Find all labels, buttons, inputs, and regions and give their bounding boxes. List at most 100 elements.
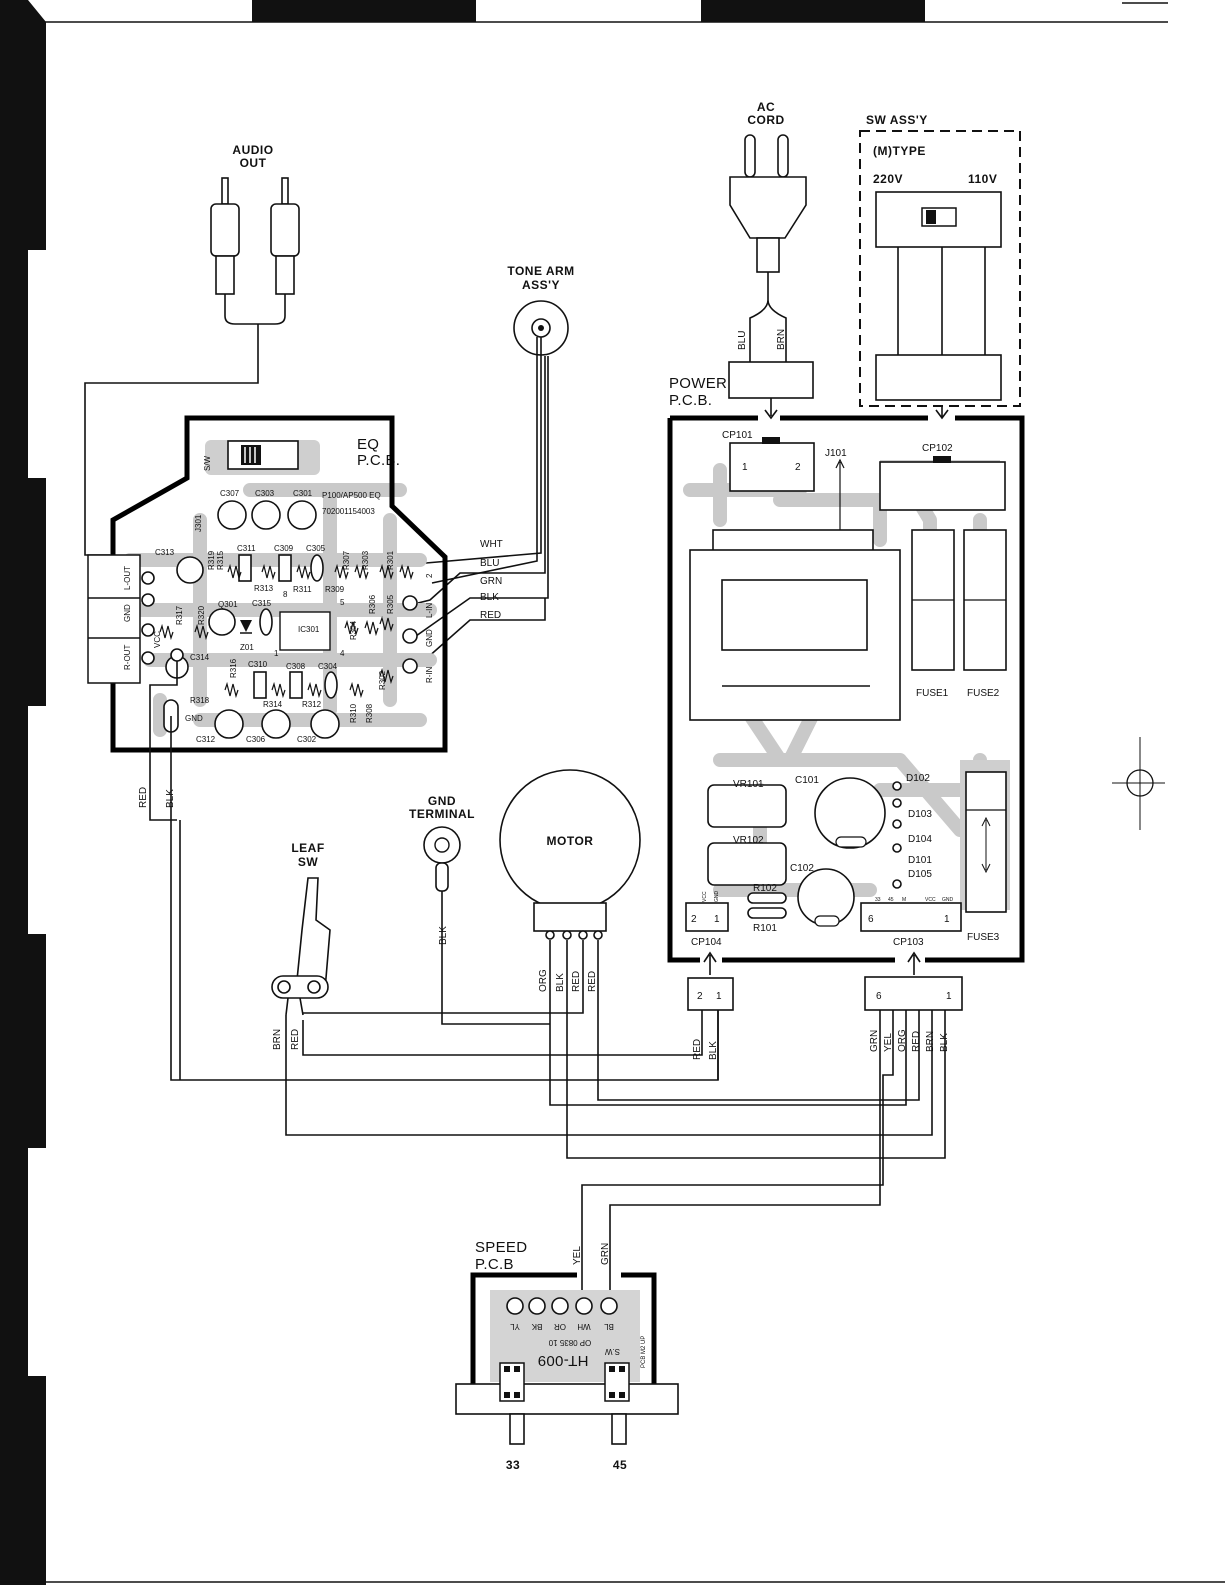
conn-r-out: R-OUT: [123, 645, 132, 670]
cap-c304: C304: [318, 662, 338, 671]
registration-mark: [1112, 737, 1165, 830]
cp103-label-grn: GRN: [869, 1030, 880, 1052]
wire-red: [417, 598, 546, 667]
eq-sw-mark: S/W: [203, 455, 212, 471]
speed-board-sw: S.W: [604, 1347, 620, 1356]
motor-wire-blk: BLK: [555, 973, 566, 992]
cp103-pin6: 6: [868, 914, 874, 925]
ic301-label: IC301: [298, 625, 320, 634]
pin-8: 8: [283, 590, 288, 599]
res-r301: R301: [386, 550, 395, 570]
cp103-wire-red: [597, 940, 920, 1101]
speed-pad-yl: YL: [510, 1322, 520, 1331]
speed-board-model: HT-009: [538, 1352, 589, 1369]
audio-out-label-2: OUT: [240, 156, 267, 170]
eq-power-blk: [170, 716, 719, 1081]
plug-cp103-pin1: 1: [946, 991, 952, 1002]
plug-cp104-pin1: 1: [716, 991, 722, 1002]
eq-pcb-label: EQ: [357, 436, 379, 453]
res-r313: R313: [254, 584, 274, 593]
cap-c310: C310: [248, 660, 268, 669]
cap-c307: C307: [220, 489, 240, 498]
c102-label: C102: [790, 863, 814, 874]
conn-l-in: L-IN: [425, 603, 434, 618]
cp103-label-blk: BLK: [939, 1033, 950, 1052]
vr101-label: VR101: [733, 779, 764, 790]
leaf-wire-red: RED: [290, 1029, 301, 1050]
ac-cord-label: AC: [757, 100, 775, 114]
res-r312: R312: [302, 700, 322, 709]
cp103-label-yel: YEL: [883, 1033, 894, 1052]
rca-plug-left-icon: [210, 177, 240, 295]
speed-board-code: OP 0835 10: [548, 1338, 591, 1347]
diode-d101: D101: [908, 855, 932, 866]
cp103-label-red: RED: [911, 1031, 922, 1052]
res-r320: R320: [197, 605, 206, 625]
fuse2-label: FUSE2: [967, 688, 1000, 699]
conn-l-out: L-OUT: [123, 566, 132, 590]
fuse3-label: FUSE3: [967, 932, 1000, 943]
cap-c311: C311: [237, 544, 256, 553]
cap-c314: C314: [190, 653, 210, 662]
speed-pad-bl: BL: [604, 1322, 614, 1331]
rca-plug-right-icon: [270, 177, 300, 295]
res-r302: R302: [378, 670, 387, 690]
ac-wire-brn: BRN: [776, 329, 787, 350]
speed-pcb-label: SPEED: [475, 1239, 527, 1256]
cp104-pin2: 2: [691, 914, 697, 925]
power-pcb: POWER P.C.B. CP101 1 2 J101 CP102 FUSE1 …: [667, 375, 1025, 963]
sw-assy-label: SW ASS'Y: [866, 113, 928, 127]
res-r310: R310: [349, 703, 358, 723]
motor-wire-org: ORG: [538, 969, 549, 992]
motor-wire-red: RED: [571, 971, 582, 992]
cp103-wire-yel: [581, 1010, 894, 1297]
fuse1-label: FUSE1: [916, 688, 949, 699]
zener-z01: Z01: [240, 643, 254, 652]
cp103-label-org: ORG: [897, 1029, 908, 1052]
conn-r-in: R-IN: [425, 666, 434, 683]
res-r315: R315: [216, 550, 225, 570]
cp101-pin1: 1: [742, 462, 748, 473]
wire-label-blk: BLK: [480, 592, 499, 603]
speed-board-maker: PCB M2 UP: [641, 1336, 647, 1368]
cp103-tiny-vcc: VCC: [925, 897, 936, 903]
res-r319: R319: [207, 550, 216, 570]
ac-wire-blu: BLU: [737, 331, 748, 350]
j101-label: J101: [825, 448, 847, 459]
cp104-plug: 2 1 RED BLK: [302, 977, 734, 1080]
cp104-wire-red: RED: [692, 1039, 703, 1060]
cp103-label: CP103: [893, 937, 924, 948]
eq-pcb-label-2: P.C.B.: [357, 452, 400, 469]
power-pcb-label: POWER: [669, 375, 727, 392]
cp104-pin1: 1: [714, 914, 720, 925]
motor-wire-red-2: RED: [587, 971, 598, 992]
ac-cord: AC CORD BLU BRN: [728, 100, 814, 420]
pin-2: 2: [425, 573, 434, 578]
res-r311: R311: [293, 585, 312, 594]
wire-grn: [417, 356, 546, 604]
gnd-terminal-label: GND: [428, 794, 456, 808]
speed-wire-grn: GRN: [600, 1243, 611, 1265]
cp104-label: CP104: [691, 937, 722, 948]
conn-vcc: VCC: [153, 631, 162, 648]
cap-c302: C302: [297, 735, 317, 744]
cp103-tiny-gnd: GND: [942, 897, 954, 903]
pin-1: 1: [274, 649, 279, 658]
res-r307: R307: [342, 550, 351, 570]
pin-4: 4: [340, 649, 345, 658]
power-pcb-label-2: P.C.B.: [669, 392, 712, 409]
res-r309: R309: [325, 585, 345, 594]
speed-45-label: 45: [613, 1458, 627, 1472]
v220-label: 220V: [873, 172, 903, 186]
cp103-pin1: 1: [944, 914, 950, 925]
cap-c309: C309: [274, 544, 294, 553]
diode-d102: D102: [906, 773, 930, 784]
cp103-wire-blk: [566, 940, 946, 1159]
v110-label: 110V: [968, 172, 997, 186]
motor-label: MOTOR: [547, 834, 594, 848]
cp103-wire-brn: [285, 1010, 933, 1136]
r102-label: R102: [753, 883, 777, 894]
cp103-tiny-33: 33: [875, 897, 881, 903]
